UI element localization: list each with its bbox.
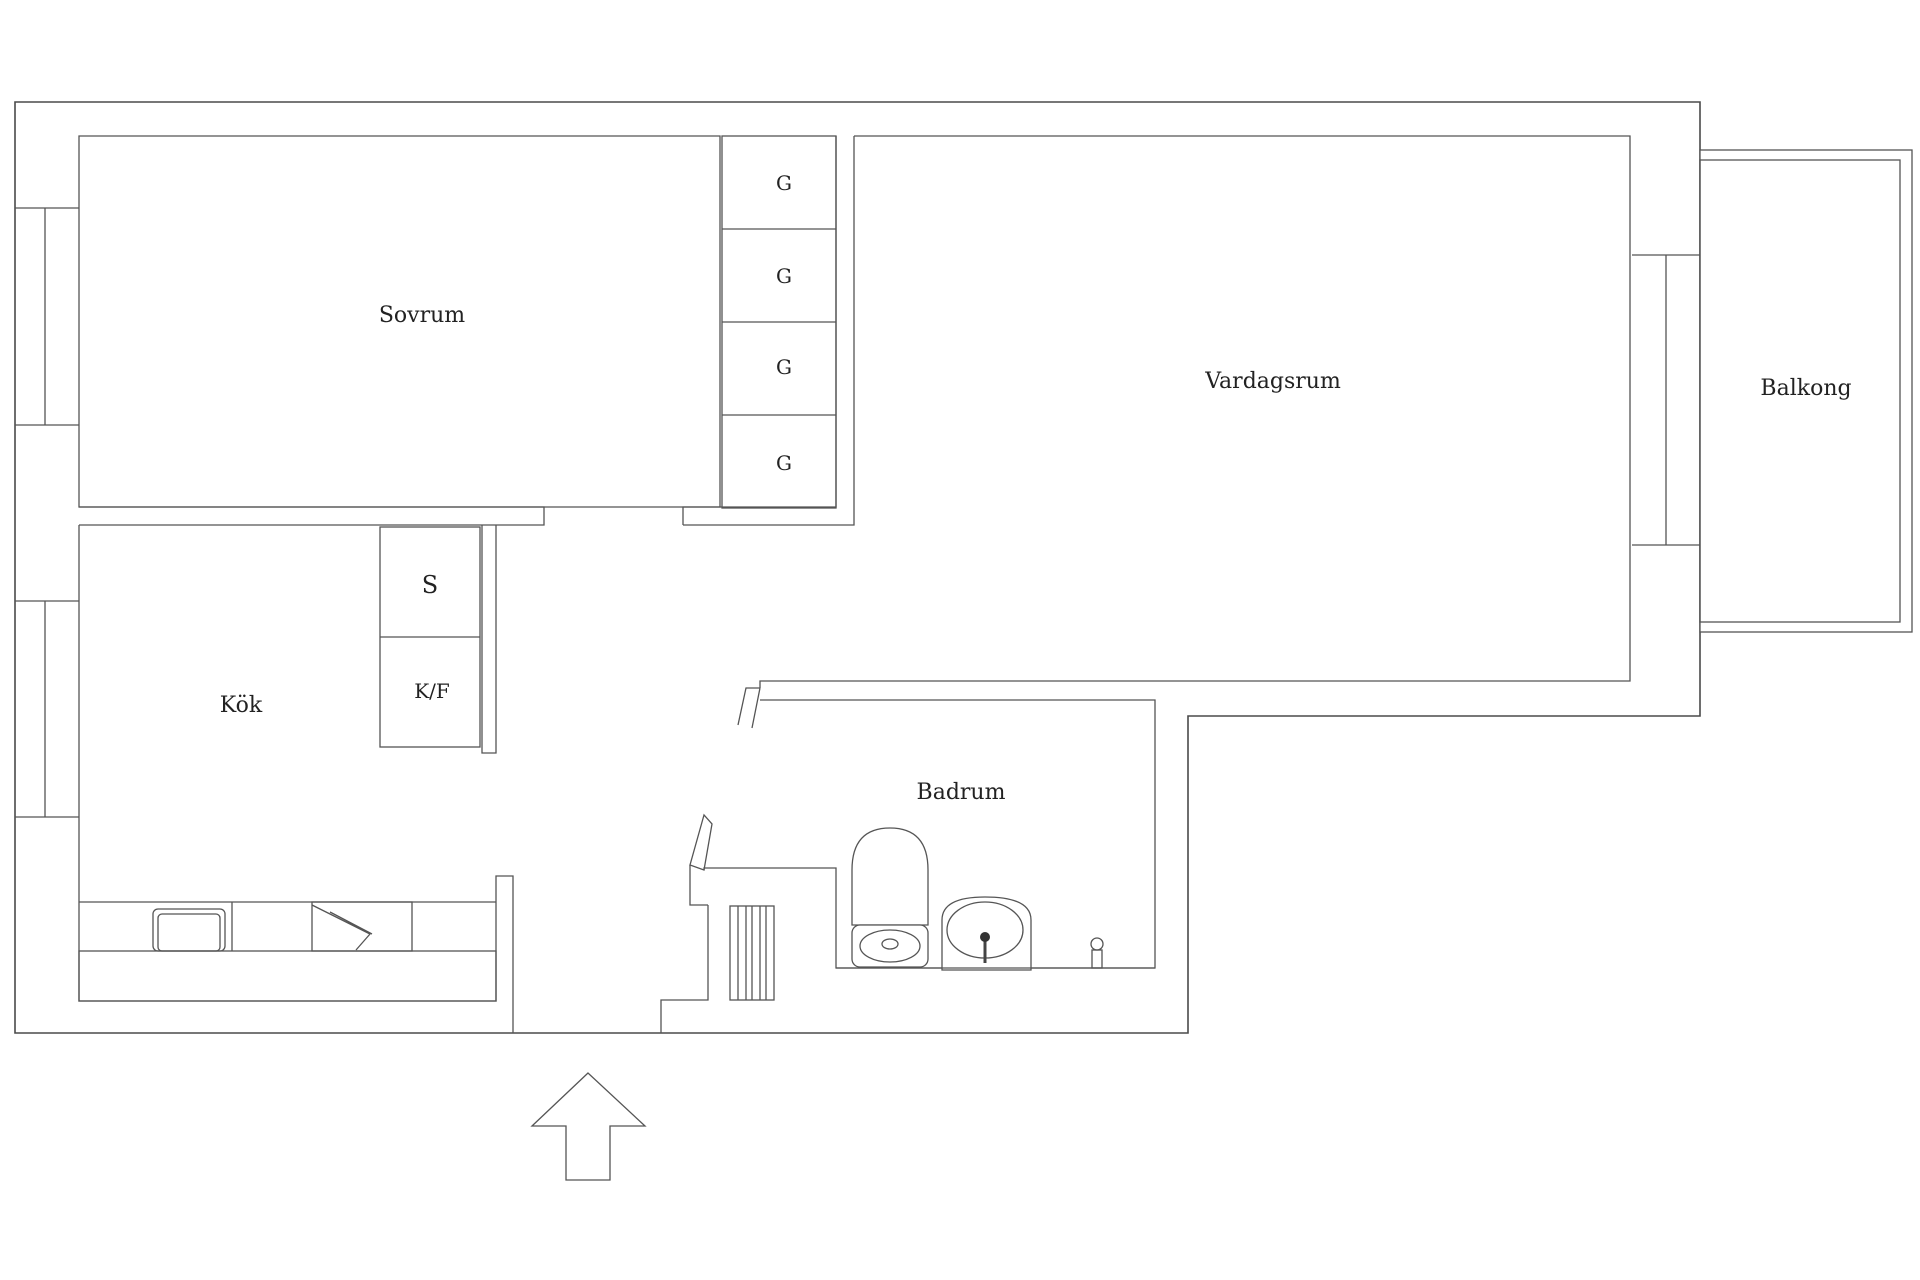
living-room (759, 135, 1631, 688)
bedroom-label: Sovrum (379, 303, 465, 328)
counter-top (78, 950, 497, 1002)
window-left-top (15, 207, 79, 426)
stove-icon (311, 901, 413, 952)
kitchen-counter (78, 901, 497, 1002)
wardrobe-label: G (776, 171, 792, 195)
wardrobe-label: G (776, 264, 792, 288)
outer-wall (14, 101, 1701, 1034)
sink-icon (941, 896, 1032, 971)
fridge-freezer-label: K/F (414, 679, 450, 703)
storage-label: S (422, 571, 438, 599)
radiator-icon (729, 905, 775, 1001)
kitchen-sink-icon (152, 908, 226, 952)
bedroom-wall-bottom (79, 506, 545, 526)
kitchen-room (78, 525, 514, 1033)
kitchen-tall-units (379, 526, 481, 748)
bathroom-label: Badrum (917, 780, 1006, 805)
window-left-bottom (15, 600, 79, 818)
kitchen-inner-wall (481, 525, 497, 754)
kitchen-label: Kök (220, 693, 263, 718)
balcony (1632, 149, 1913, 633)
hall-lower-wall (660, 865, 837, 1033)
entrance-arrow-icon (530, 1072, 647, 1181)
balcony-label: Balkong (1760, 376, 1851, 401)
wardrobe-wall-bottom (682, 136, 855, 526)
wardrobe-label: G (776, 451, 792, 475)
toilet-icon (851, 827, 929, 968)
living-room-label: Vardagsrum (1204, 369, 1341, 394)
wardrobe-label: G (776, 355, 792, 379)
